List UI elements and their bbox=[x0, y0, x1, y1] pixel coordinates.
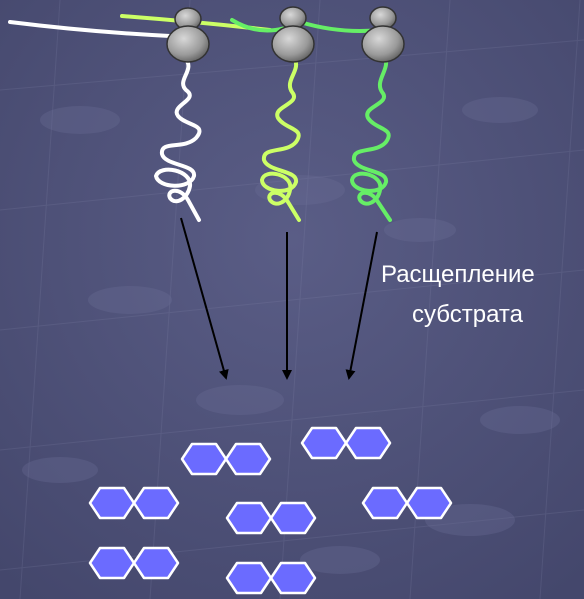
substrate-molecule bbox=[180, 442, 272, 476]
hexagon-ring bbox=[361, 486, 409, 520]
ribosome-1-large-subunit bbox=[166, 25, 210, 63]
polypeptide-chains bbox=[154, 54, 392, 222]
substrate-molecule bbox=[361, 486, 453, 520]
hexagon-ring bbox=[225, 501, 273, 535]
polypeptide-lime bbox=[260, 56, 301, 222]
substrate-molecule bbox=[88, 486, 180, 520]
polypeptide-green bbox=[350, 54, 392, 222]
substrate-molecule bbox=[88, 546, 180, 580]
hexagon-ring bbox=[224, 442, 272, 476]
ribosome-2-large-subunit bbox=[271, 25, 315, 63]
mrna-white-segment bbox=[8, 20, 172, 38]
hexagon-ring bbox=[225, 561, 273, 595]
hexagon-ring bbox=[88, 486, 136, 520]
hexagon-ring bbox=[269, 561, 317, 595]
background-spots bbox=[22, 97, 560, 574]
hexagon-ring bbox=[405, 486, 453, 520]
hexagon-ring bbox=[132, 486, 180, 520]
cleavage-label-line2: субстрата bbox=[412, 301, 523, 328]
substrate-molecule bbox=[225, 501, 317, 535]
ribosome-3-large-subunit bbox=[361, 25, 405, 63]
arrow-right bbox=[345, 231, 378, 380]
hexagon-ring bbox=[132, 546, 180, 580]
substrate-molecule bbox=[300, 426, 392, 460]
arrows bbox=[180, 217, 378, 380]
ribosome-1 bbox=[166, 7, 210, 63]
ribosome-3 bbox=[361, 6, 405, 63]
cleavage-label-line1: Расщепление bbox=[381, 261, 535, 288]
arrow-left bbox=[180, 217, 229, 380]
substrate-molecules bbox=[88, 426, 453, 595]
hexagon-ring bbox=[269, 501, 317, 535]
substrate-molecule bbox=[225, 561, 317, 595]
hexagon-ring bbox=[344, 426, 392, 460]
hexagon-ring bbox=[88, 546, 136, 580]
ribosome-2 bbox=[271, 6, 315, 63]
polypeptide-white bbox=[154, 56, 202, 222]
hexagon-ring bbox=[180, 442, 228, 476]
hexagon-ring bbox=[300, 426, 348, 460]
